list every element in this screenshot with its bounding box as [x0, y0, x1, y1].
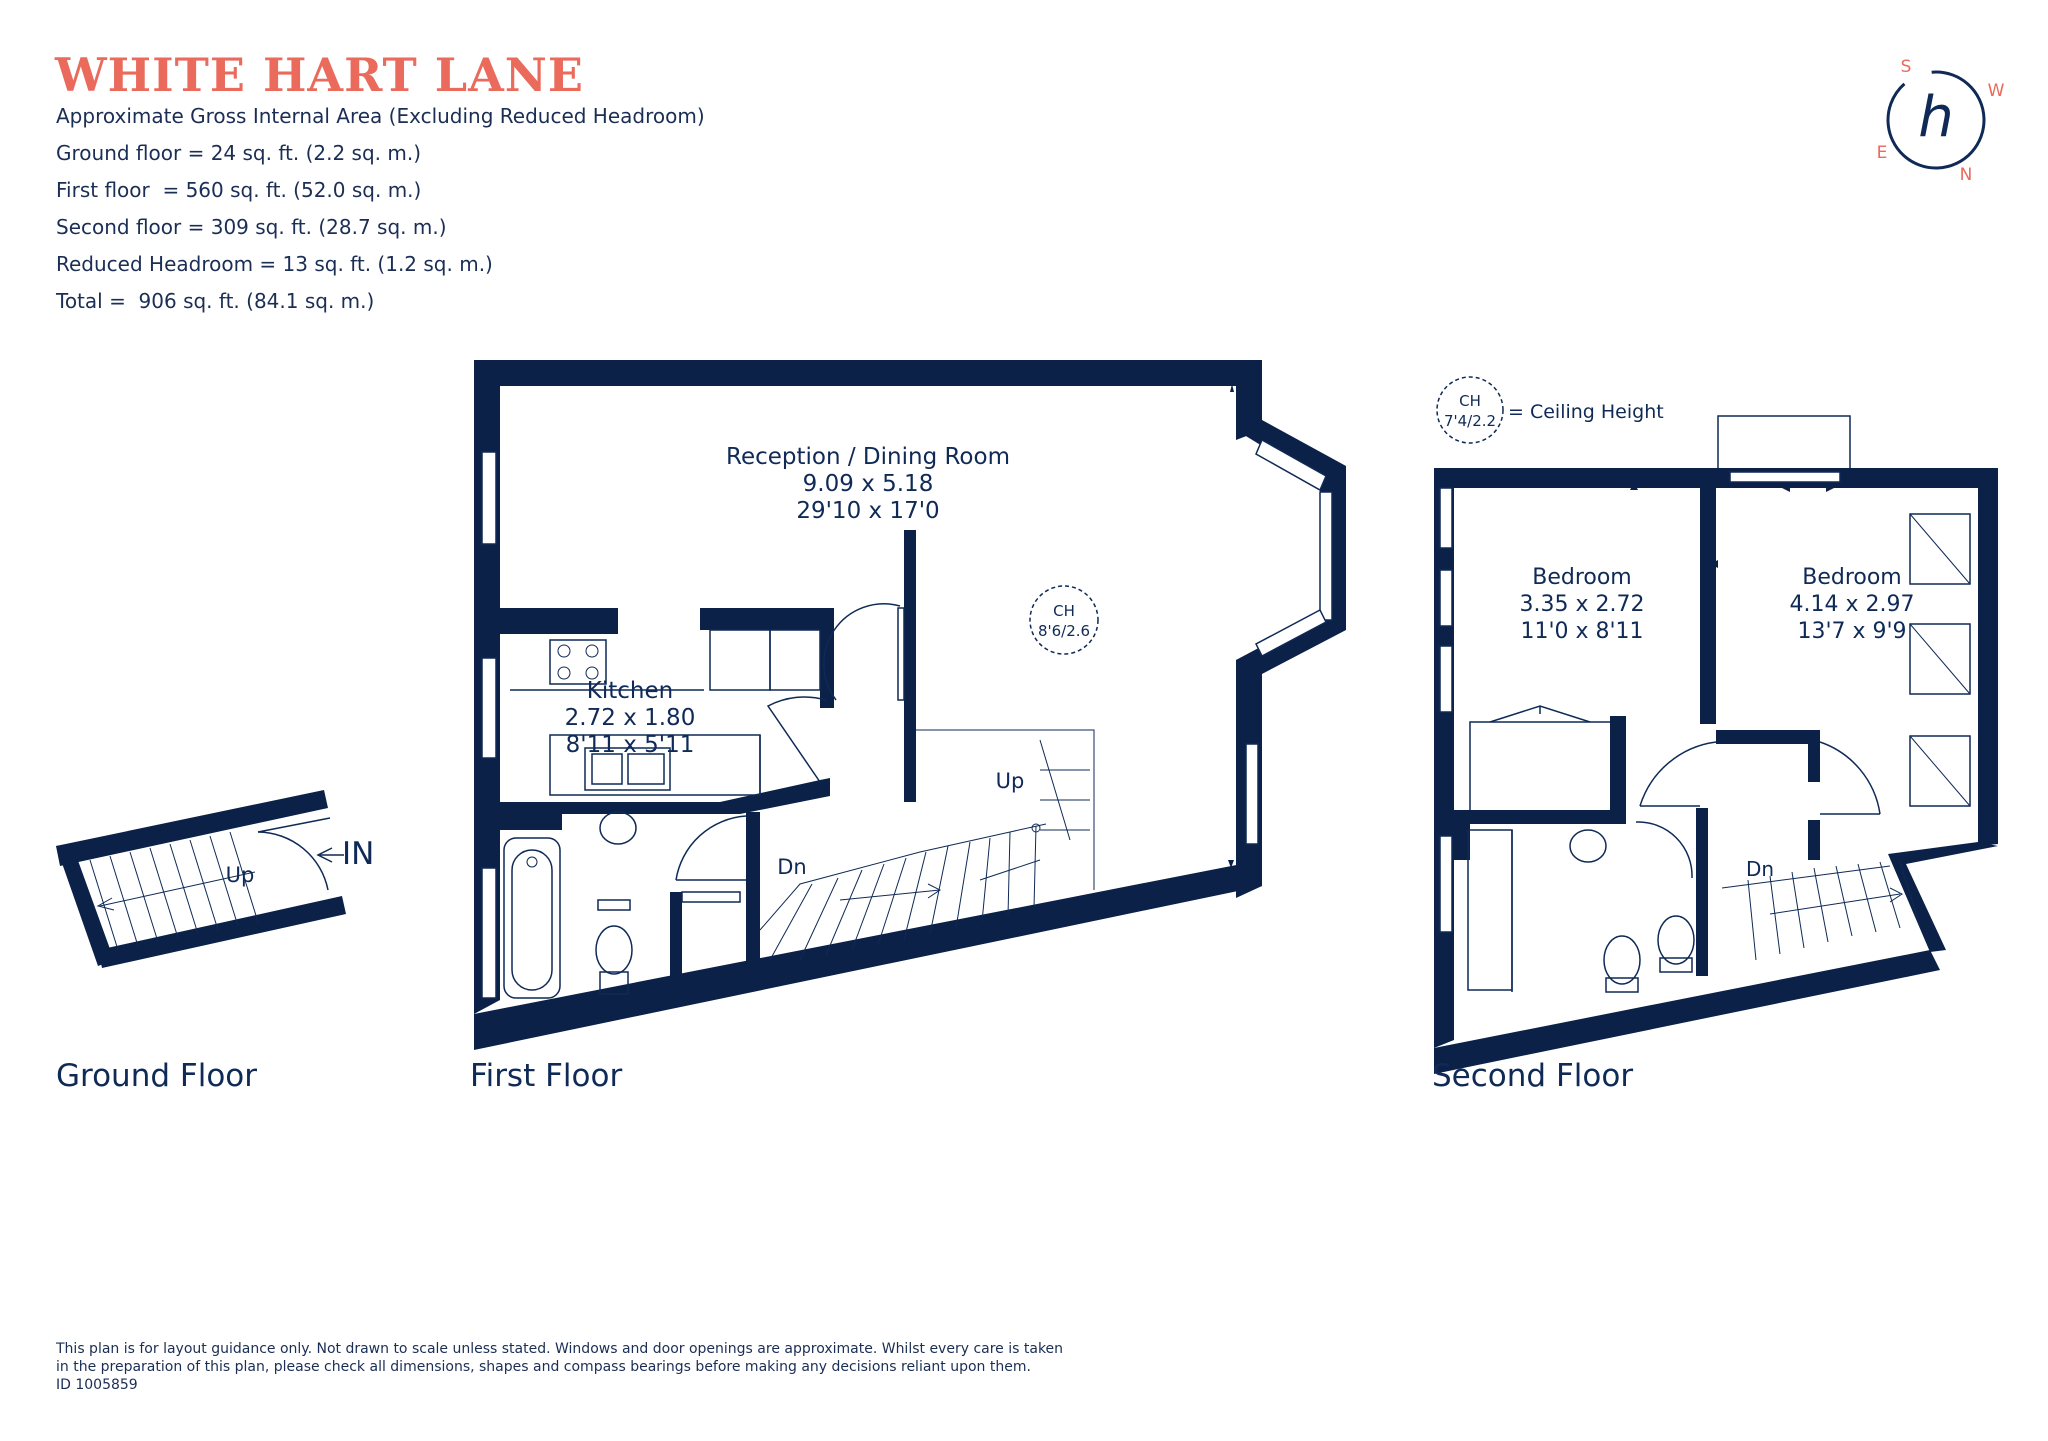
kitchen-metric: 2.72 x 1.80: [565, 705, 696, 731]
compass-logo: h S W E N: [1877, 57, 2005, 185]
legend-ch-value: 7'4/2.2: [1444, 412, 1496, 430]
bedroom2-imperial: 13'7 x 9'9: [1797, 619, 1906, 644]
disclaimer-line-1: This plan is for layout guidance only. N…: [56, 1341, 1064, 1357]
disclaimer-line-2: in the preparation of this plan, please …: [56, 1359, 1031, 1375]
reception-imperial: 29'10 x 17'0: [796, 498, 939, 524]
entrance-label: IN: [342, 836, 374, 872]
property-title: WHITE HART LANE: [55, 48, 584, 102]
bedroom2-metric: 4.14 x 2.97: [1790, 592, 1915, 617]
second-floor-plan: Bedroom 3.35 x 2.72 11'0 x 8'11 Bedroom …: [1434, 415, 1998, 1074]
compass-e-label: E: [1877, 143, 1888, 163]
first-floor-plan: Reception / Dining Room 9.09 x 5.18 29'1…: [474, 360, 1346, 1050]
first-floor-ch: CH: [1053, 602, 1075, 620]
bedroom2-name: Bedroom: [1802, 565, 1902, 590]
bedroom1-name: Bedroom: [1532, 565, 1632, 590]
first-floor-stairs-up: Up: [996, 769, 1025, 793]
area-first-floor: First floor = 560 sq. ft. (52.0 sq. m.): [56, 178, 422, 202]
compass-w-label: W: [1988, 81, 2005, 101]
area-heading: Approximate Gross Internal Area (Excludi…: [56, 104, 705, 128]
ground-floor-label: Ground Floor: [56, 1058, 258, 1094]
ceiling-height-legend: CH 7'4/2.2 = Ceiling Height: [1436, 376, 1664, 444]
area-second-floor: Second floor = 309 sq. ft. (28.7 sq. m.): [56, 215, 447, 239]
first-floor-stairs-down: Dn: [777, 855, 806, 879]
legend-ch: CH: [1459, 392, 1481, 410]
kitchen-imperial: 8'11 x 5'11: [566, 732, 695, 758]
first-floor-ch-value: 8'6/2.6: [1038, 622, 1090, 640]
disclaimer: This plan is for layout guidance only. N…: [56, 1340, 1156, 1394]
area-total: Total = 906 sq. ft. (84.1 sq. m.): [56, 289, 375, 313]
compass-n-label: N: [1960, 165, 1973, 185]
area-reduced-headroom: Reduced Headroom = 13 sq. ft. (1.2 sq. m…: [56, 252, 493, 276]
compass-s-label: S: [1901, 57, 1912, 77]
second-floor-stairs-down: Dn: [1746, 857, 1774, 881]
logo-letter: h: [1918, 85, 1954, 150]
ground-floor-plan: Up IN: [56, 790, 374, 968]
reception-name: Reception / Dining Room: [726, 444, 1010, 470]
ground-stairs-label: Up: [226, 863, 255, 887]
bedroom1-metric: 3.35 x 2.72: [1520, 592, 1645, 617]
area-ground-floor: Ground floor = 24 sq. ft. (2.2 sq. m.): [56, 141, 422, 165]
second-floor-label: Second Floor: [1432, 1058, 1634, 1094]
reception-metric: 9.09 x 5.18: [803, 471, 934, 497]
area-summary: Approximate Gross Internal Area (Excludi…: [56, 98, 705, 320]
bedroom1-imperial: 11'0 x 8'11: [1520, 619, 1643, 644]
disclaimer-id: ID 1005859: [56, 1377, 138, 1393]
legend-text: = Ceiling Height: [1508, 401, 1664, 423]
first-floor-label: First Floor: [470, 1058, 623, 1094]
kitchen-name: Kitchen: [587, 678, 673, 704]
